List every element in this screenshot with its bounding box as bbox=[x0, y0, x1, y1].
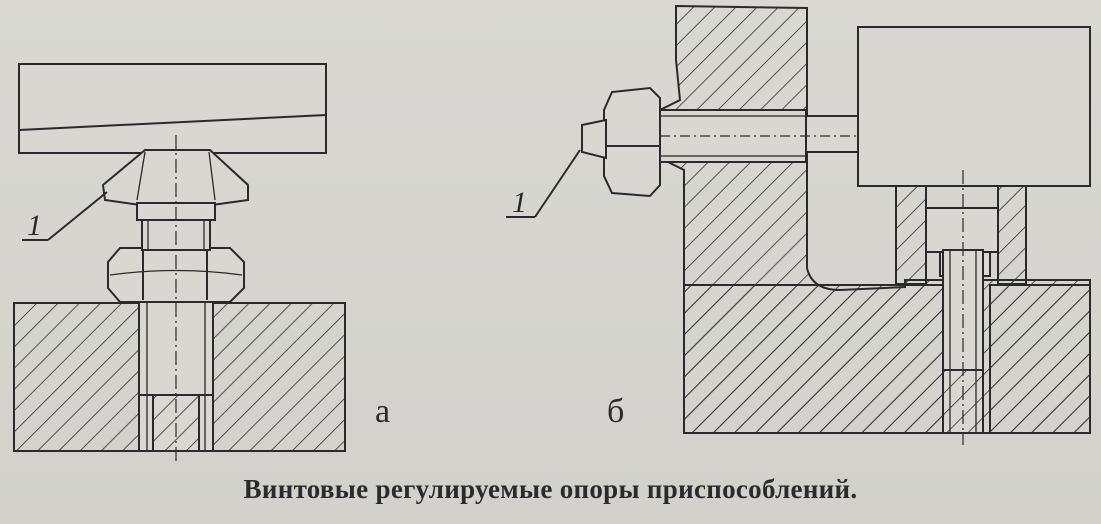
support-variant-a: 1 а bbox=[13, 63, 390, 462]
variant-label-a: а bbox=[375, 393, 390, 430]
lock-nut-b bbox=[581, 86, 661, 198]
leader-line-1-b bbox=[506, 149, 581, 218]
variant-label-b: б bbox=[607, 393, 624, 430]
support-variant-b: 1 б bbox=[506, 4, 1091, 445]
figure-caption: Винтовые регулируемые опоры приспособлен… bbox=[243, 474, 858, 504]
leader-label-1-b: 1 bbox=[512, 186, 527, 219]
workpiece-plate-a bbox=[18, 63, 327, 154]
workpiece-block-b bbox=[857, 26, 1091, 187]
horizontal-screw-b bbox=[659, 109, 861, 163]
leader-label-1-a: 1 bbox=[27, 209, 42, 242]
leader-line-1-a bbox=[22, 191, 108, 241]
